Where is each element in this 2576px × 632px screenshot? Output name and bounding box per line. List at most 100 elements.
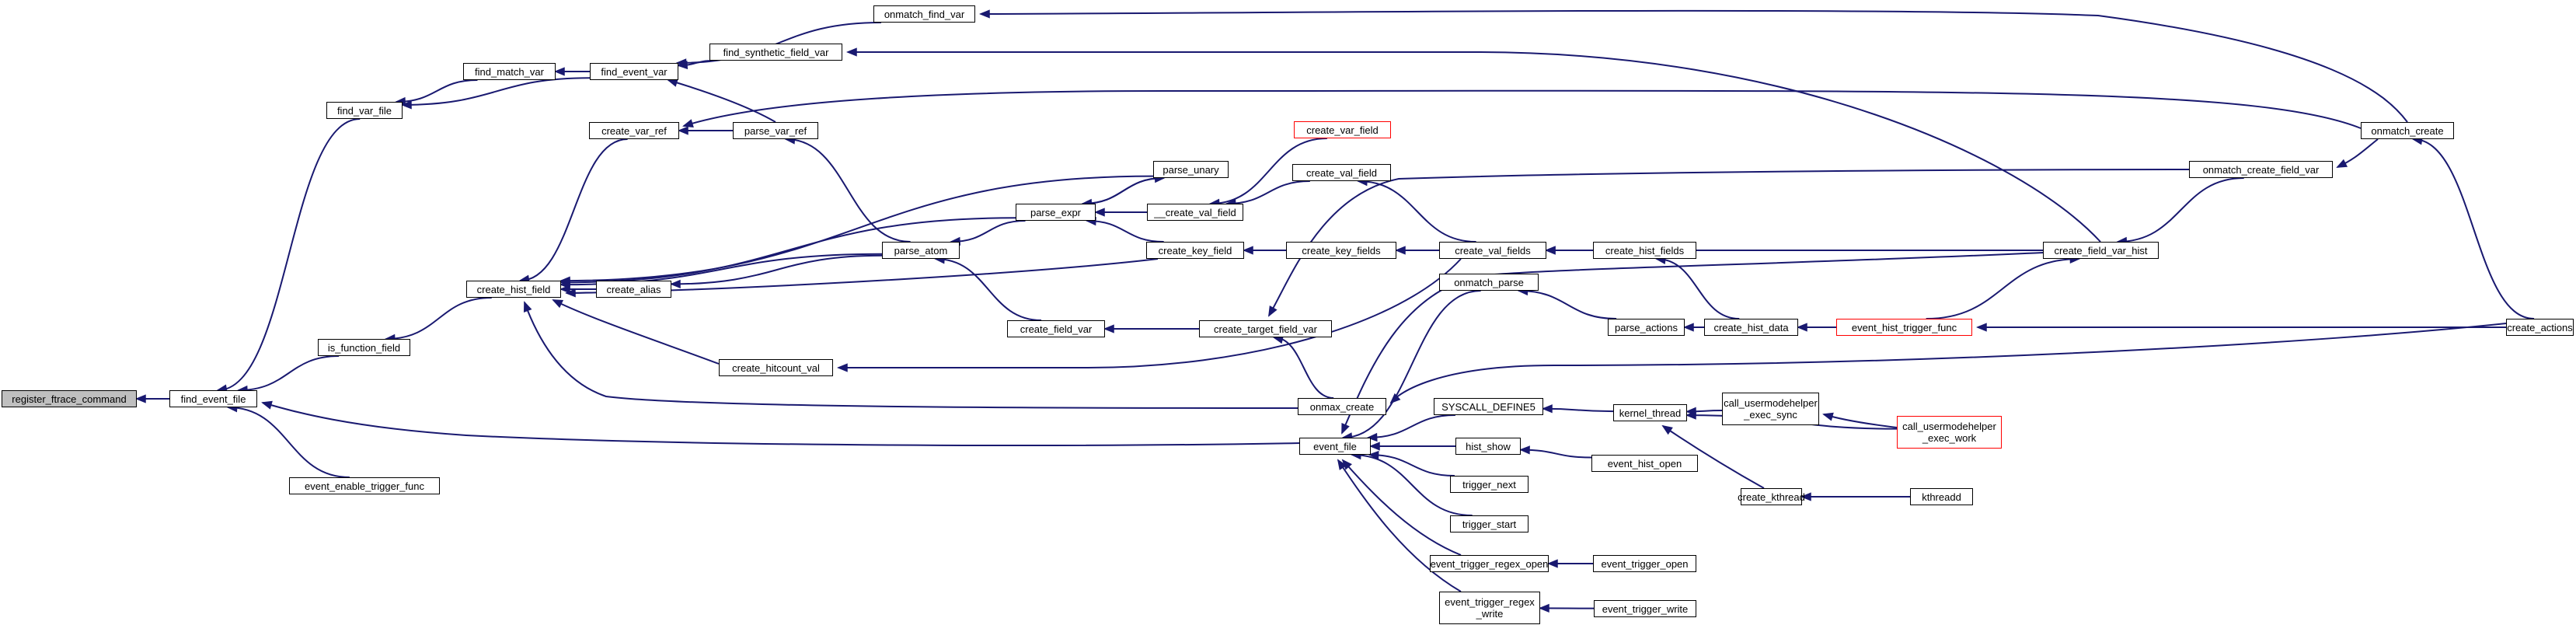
node-find-var-file[interactable]: find_var_file	[326, 102, 403, 119]
edge-parse-unary-to-create-hist-field	[560, 175, 1154, 282]
node-find-synthetic-field-var[interactable]: find_synthetic_field_var	[709, 44, 842, 61]
edge-onmax-create-to-create-hist-field	[524, 302, 1298, 409]
node-event-trigger-regex-open[interactable]: event_trigger_regex_open	[1430, 555, 1549, 572]
node-event-hist-trigger-func[interactable]: event_hist_trigger_func	[1836, 319, 1972, 336]
node-trigger-next[interactable]: trigger_next	[1450, 476, 1529, 493]
node-label: event_hist_open	[1607, 457, 1682, 470]
node-parse-actions[interactable]: parse_actions	[1608, 319, 1685, 336]
node-create-var-field[interactable]: create_var_field	[1294, 121, 1391, 138]
node-create-target-field-var[interactable]: create_target_field_var	[1199, 320, 1332, 337]
node-label: onmatch_create	[2371, 124, 2444, 137]
edge-create-val-fields-to-create-val-field	[1358, 180, 1476, 243]
arrowhead-create-target-field-var	[1268, 306, 1278, 317]
node-call-usermodehelper-exec-work[interactable]: call_usermodehelper _exec_work	[1897, 416, 2002, 449]
node-is-function-field[interactable]: is_function_field	[318, 339, 410, 356]
edge-create-hitcount-val-to-create-hist-field	[552, 299, 720, 365]
edge-onmatch-create-to-onmatch-find-var	[980, 9, 2408, 123]
node-create-kthread[interactable]: create_kthread	[1738, 488, 1805, 505]
node-create-hitcount-val[interactable]: create_hitcount_val	[719, 359, 833, 376]
edge-create-field-var-hist-to-event-file	[1341, 252, 2044, 434]
node-parse-var-ref[interactable]: parse_var_ref	[733, 122, 818, 139]
node-label: onmatch_find_var	[884, 8, 965, 20]
edge-parse-atom-to-parse-var-ref	[786, 138, 911, 243]
node-onmatch-find-var[interactable]: onmatch_find_var	[873, 5, 975, 23]
node-onmatch-create-field-var[interactable]: onmatch_create_field_var	[2189, 161, 2333, 178]
node-create-field-var-hist[interactable]: create_field_var_hist	[2043, 242, 2159, 259]
arrowhead-find-event-var	[677, 60, 688, 70]
node-label: event_hist_trigger_func	[1851, 321, 1957, 333]
node-find-event-var[interactable]: find_event_var	[590, 63, 678, 80]
edge-onmatch-create-to-create-var-ref	[683, 89, 2362, 129]
edge-create-kthread-to-kernel-thread	[1662, 425, 1765, 489]
node-create-var-ref[interactable]: create_var_ref	[589, 122, 679, 139]
node-create-val-field[interactable]: create_val_field	[1292, 164, 1391, 181]
node-label: onmatch_parse	[1454, 276, 1524, 288]
arrowhead-call-usermodehelper-exec-sync	[1822, 412, 1834, 421]
node-event-trigger-regex-write[interactable]: event_trigger_regex _write	[1439, 592, 1540, 624]
edge-create-hist-field-to-is-function-field	[385, 297, 492, 340]
node-event-file[interactable]: event_file	[1299, 438, 1371, 455]
node-hist-show[interactable]: hist_show	[1455, 438, 1521, 455]
node-kthreadd[interactable]: kthreadd	[1910, 488, 1973, 505]
node-create-val-field[interactable]: __create_val_field	[1147, 204, 1243, 221]
node-find-match-var[interactable]: find_match_var	[463, 63, 556, 80]
edge-event-trigger-regex-open-to-event-file	[1342, 459, 1462, 556]
node-label: create_field_var	[1020, 323, 1093, 335]
node-parse-unary[interactable]: parse_unary	[1153, 161, 1229, 178]
arrowhead-kernel-thread	[1685, 410, 1696, 420]
node-kernel-thread[interactable]: kernel_thread	[1613, 404, 1687, 421]
node-event-trigger-write[interactable]: event_trigger_write	[1594, 600, 1696, 617]
edge-parse-atom-to-create-alias	[671, 254, 883, 285]
node-create-hist-data[interactable]: create_hist_data	[1704, 319, 1798, 336]
arrowhead-event-trigger-regex-open	[1547, 559, 1558, 568]
node-label: parse_actions	[1615, 321, 1678, 333]
node-event-hist-open[interactable]: event_hist_open	[1591, 455, 1698, 472]
node-create-field-var[interactable]: create_field_var	[1007, 320, 1105, 337]
edge-event-file-to-find-event-file	[262, 402, 1300, 446]
node-event-trigger-open[interactable]: event_trigger_open	[1593, 555, 1696, 572]
node-label: create_key_fields	[1302, 244, 1381, 257]
node-label: find_var_file	[336, 104, 392, 117]
node-label: create_val_fields	[1455, 244, 1531, 257]
node-parse-expr[interactable]: parse_expr	[1016, 204, 1096, 221]
node-label: create_actions	[2507, 321, 2573, 333]
edge-call-usermodehelper-exec-work-to-call-usermodehelper-exec-sync	[1823, 414, 1898, 428]
node-event-enable-trigger-func[interactable]: event_enable_trigger_func	[289, 477, 440, 494]
node-trigger-start[interactable]: trigger_start	[1450, 515, 1529, 532]
arrowhead-create-hist-data	[1797, 323, 1807, 332]
edge-syscall-define5-to-event-file	[1368, 414, 1455, 438]
node-create-actions[interactable]: create_actions	[2506, 319, 2574, 336]
arrowhead-parse-expr	[1094, 208, 1105, 217]
arrowhead-create-hist-field	[559, 285, 570, 294]
edge-parse-expr-to-create-hist-field	[560, 217, 1016, 284]
node-label: parse_atom	[894, 244, 948, 257]
node-onmatch-create[interactable]: onmatch_create	[2361, 122, 2454, 139]
node-label: find_match_var	[475, 65, 544, 78]
edge-find-var-file-to-find-event-file	[218, 118, 361, 391]
node-register-ftrace-command[interactable]: register_ftrace_command	[2, 390, 137, 407]
node-create-hist-field[interactable]: create_hist_field	[466, 281, 561, 298]
node-label: trigger_next	[1462, 478, 1516, 491]
edge-event-hist-trigger-func-to-create-field-var-hist	[1926, 258, 2079, 319]
node-onmatch-parse[interactable]: onmatch_parse	[1439, 274, 1539, 291]
edge-create-actions-to-onmatch-create	[2413, 138, 2535, 319]
node-parse-atom[interactable]: parse_atom	[882, 242, 960, 259]
node-create-key-field[interactable]: create_key_field	[1146, 242, 1244, 259]
node-find-event-file[interactable]: find_event_file	[169, 390, 257, 407]
node-onmax-create[interactable]: onmax_create	[1298, 398, 1386, 415]
arrowhead-create-hist-field	[565, 288, 576, 298]
node-create-key-fields[interactable]: create_key_fields	[1286, 242, 1396, 259]
edge-onmax-create-to-create-target-field-var	[1274, 337, 1334, 399]
node-label: parse_expr	[1030, 206, 1082, 218]
node-syscall-define5[interactable]: SYSCALL_DEFINE5	[1434, 398, 1543, 415]
node-create-alias[interactable]: create_alias	[596, 281, 671, 298]
edge-create-actions-to-onmax-create	[1390, 323, 2507, 403]
node-label: kernel_thread	[1619, 407, 1682, 419]
node-label: find_event_file	[180, 393, 246, 405]
arrowhead-find-var-file	[401, 100, 412, 110]
arrowhead-create-val-fields	[1545, 246, 1556, 255]
node-create-val-fields[interactable]: create_val_fields	[1439, 242, 1546, 259]
node-call-usermodehelper-exec-sync[interactable]: call_usermodehelper _exec_sync	[1722, 393, 1819, 425]
node-create-hist-fields[interactable]: create_hist_fields	[1593, 242, 1696, 259]
